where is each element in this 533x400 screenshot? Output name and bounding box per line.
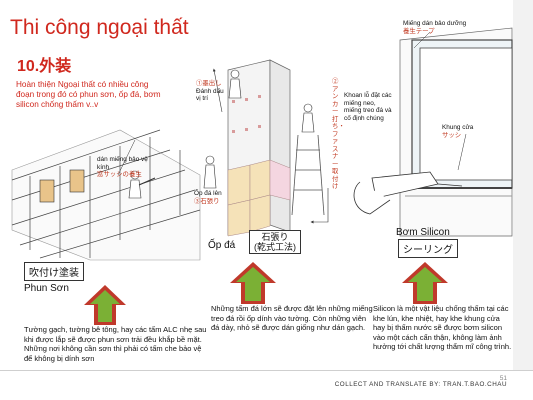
- page-number: 51: [499, 375, 507, 382]
- tape-label-vn: Miếng dán bảo dưỡng: [403, 20, 467, 27]
- page-title: Thi công ngoại thất: [10, 16, 189, 39]
- silicon-caption: Bơm Silicon: [396, 227, 450, 238]
- glass-protection-label-jp: 窓サッシの養生: [97, 171, 142, 178]
- stone-cladding-jp-label: 石張り (乾式工法): [249, 230, 301, 254]
- footer-credit: COLLECT AND TRANSLATE BY: TRAN.T.BAO.CHA…: [334, 381, 507, 388]
- step3-label: Ốp đá lên ③石張り: [194, 190, 234, 205]
- glass-protection-label: dán miếng bảo vệ kính 窓サッシの養生: [97, 156, 159, 179]
- footer-divider: [0, 370, 533, 371]
- section-subtitle: 10.外装: [17, 58, 72, 75]
- step1-label: ①墨出し Đánh dấu vị trí: [196, 80, 230, 103]
- up-arrow-icon: [230, 262, 276, 304]
- frame-label: Khung cửa サッシ: [442, 124, 492, 139]
- step2-label-vn: Khoan lỗ đặt các miếng neo, miếng treo đ…: [344, 92, 392, 122]
- stone-cladding-caption: Ốp đá: [208, 240, 236, 251]
- frame-label-jp: サッシ: [442, 131, 462, 139]
- scaffold-illustration: [11, 129, 201, 261]
- glass-protection-label-vn: dán miếng bảo vệ kính: [97, 156, 148, 171]
- stone-cladding-description: Những tấm đá lớn sẽ được đặt lên những m…: [211, 304, 373, 333]
- side-strip: [513, 0, 533, 370]
- step3-label-vn: Ốp đá lên: [194, 190, 222, 197]
- step1-label-jp: ①墨出し: [196, 80, 222, 87]
- step2-label-jp: ②アンカー打ち・ファスナー取付け: [332, 78, 345, 190]
- silicon-jp-label: シーリング: [398, 239, 458, 258]
- step1-label-vn: Đánh dấu vị trí: [196, 87, 224, 103]
- tape-label: Miếng dán bảo dưỡng 養生テープ: [403, 20, 508, 35]
- silicon-sealing-illustration: [353, 27, 513, 237]
- stone-cladding-illustration: [203, 59, 329, 237]
- step3-label-jp: ③石張り: [194, 197, 220, 205]
- spray-painting-caption: Phun Sơn: [24, 283, 69, 294]
- intro-text: Hoàn thiện Ngoại thất có nhiều công đoạn…: [16, 80, 161, 109]
- frame-label-vn: Khung cửa: [442, 124, 474, 131]
- silicon-description: Silicon là một vật liệu chống thấm tại c…: [373, 304, 512, 352]
- stone-cladding-jp-label-2: (乾式工法): [254, 242, 296, 252]
- tape-label-jp: 養生テープ: [403, 27, 435, 35]
- stone-cladding-jp-label-1: 石張り: [261, 232, 289, 242]
- up-arrow-icon: [402, 262, 448, 304]
- spray-painting-description: Tường gạch, tường bê tông, hay các tấm A…: [24, 325, 207, 363]
- up-arrow-icon: [84, 285, 126, 325]
- spray-painting-jp-label: 吹付け塗装: [24, 262, 84, 281]
